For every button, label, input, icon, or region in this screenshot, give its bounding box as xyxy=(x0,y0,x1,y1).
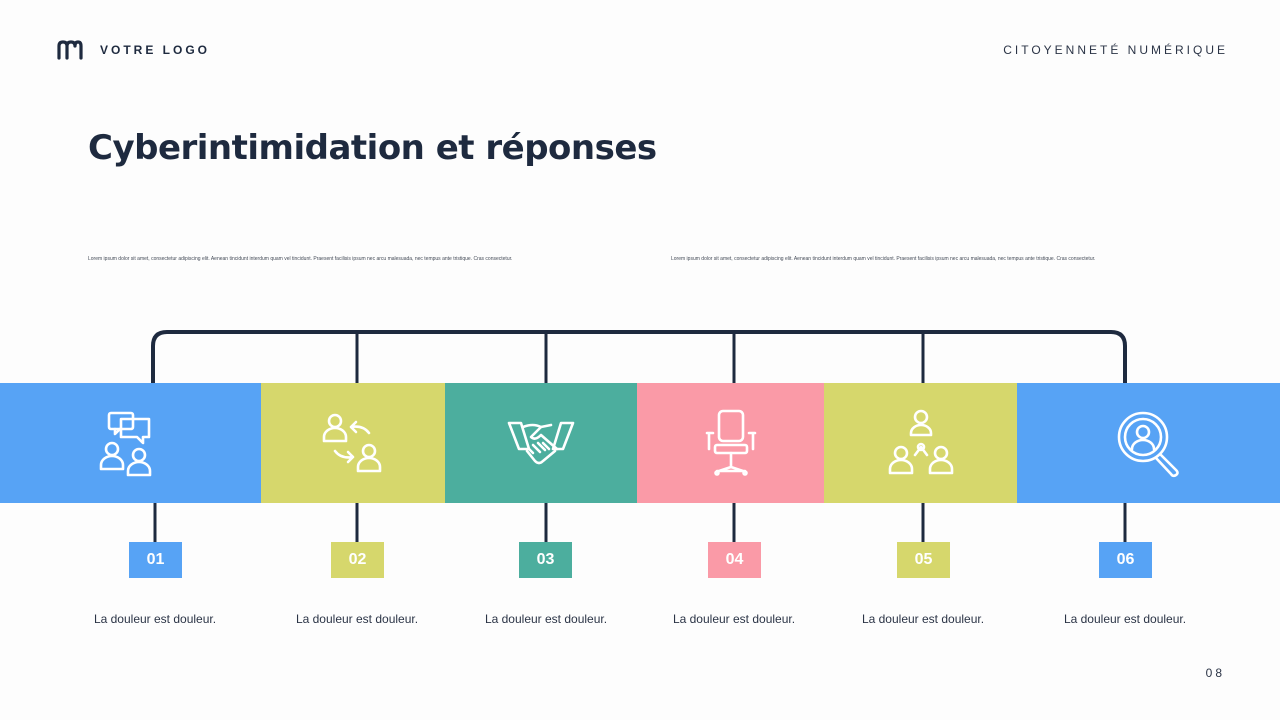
step-caption-2: La douleur est douleur. xyxy=(295,612,419,626)
step-band-6 xyxy=(1017,383,1280,503)
topic-label: CITOYENNETÉ NUMÉRIQUE xyxy=(1003,43,1228,57)
exchange-people-icon xyxy=(322,413,382,473)
search-user-icon xyxy=(1117,411,1179,478)
step-band-5 xyxy=(824,383,1017,503)
page-title: Cyberintimidation et réponses xyxy=(88,128,657,168)
step-band-1 xyxy=(0,383,261,503)
office-chair-icon xyxy=(705,409,756,476)
step-caption-1: La douleur est douleur. xyxy=(93,612,217,626)
logo-text: VOTRE LOGO xyxy=(100,43,211,57)
step-caption-3: La douleur est douleur. xyxy=(484,612,608,626)
team-network-icon xyxy=(888,409,953,475)
step-number-4: 04 xyxy=(708,542,761,578)
logo: VOTRE LOGO xyxy=(56,40,210,60)
intro-text-left: Lorem ipsum dolor sit amet, consectetur … xyxy=(88,256,513,262)
step-number-5: 05 xyxy=(897,542,950,578)
intro-text-right: Lorem ipsum dolor sit amet, consectetur … xyxy=(671,256,1096,262)
m-logo-mark-icon xyxy=(57,40,83,60)
chat-people-icon xyxy=(99,411,151,477)
step-band-3 xyxy=(445,383,637,503)
step-number-3: 03 xyxy=(519,542,572,578)
handshake-icon xyxy=(507,421,575,465)
step-caption-5: La douleur est douleur. xyxy=(861,612,985,626)
step-band-2 xyxy=(261,383,445,503)
step-caption-6: La douleur est douleur. xyxy=(1063,612,1187,626)
step-caption-4: La douleur est douleur. xyxy=(672,612,796,626)
step-number-2: 02 xyxy=(331,542,384,578)
step-band-4 xyxy=(637,383,824,503)
step-number-1: 01 xyxy=(129,542,182,578)
step-number-6: 06 xyxy=(1099,542,1152,578)
page-number: 08 xyxy=(1205,666,1225,680)
